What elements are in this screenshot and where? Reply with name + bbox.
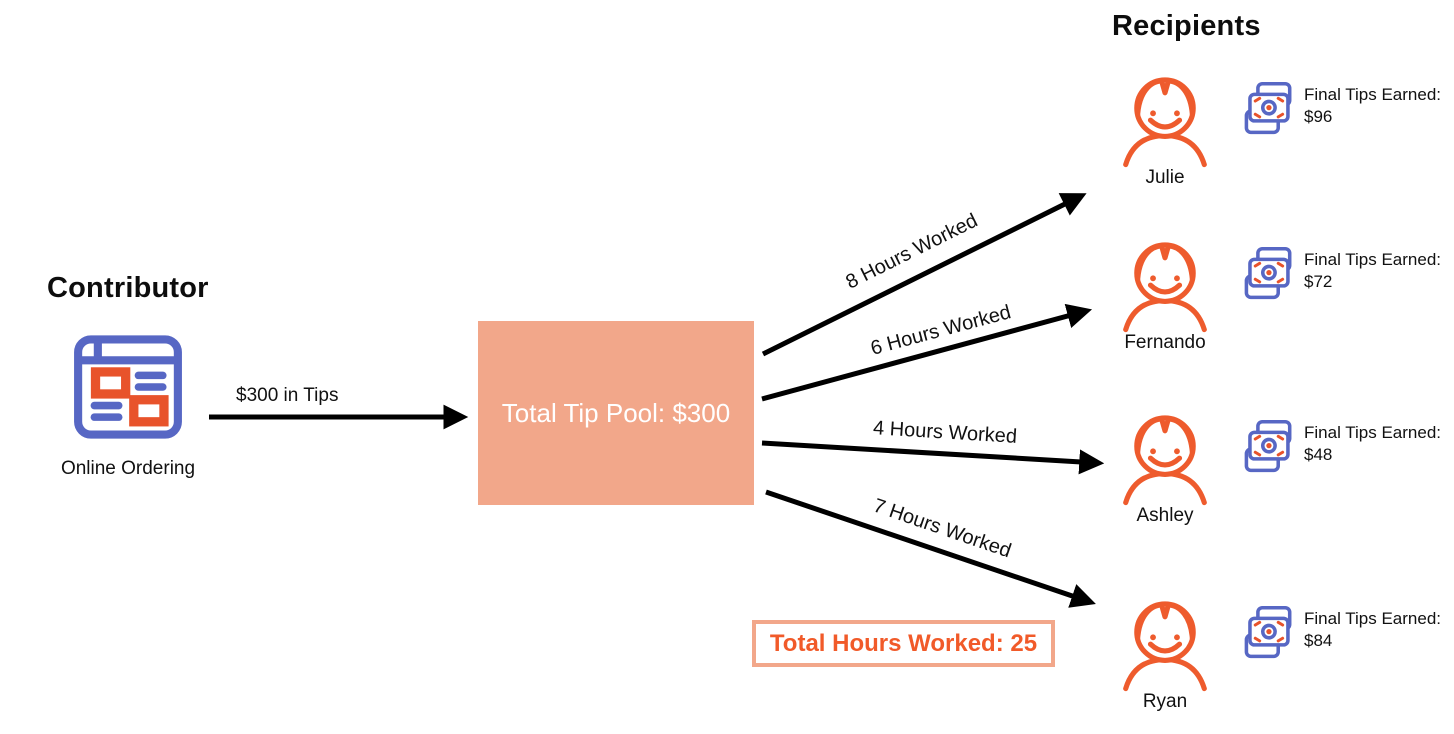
- final-tips-line1: Final Tips Earned:: [1304, 85, 1442, 104]
- final-tips-amount: $72: [1304, 272, 1333, 291]
- person-icon: [1122, 239, 1208, 333]
- person-icon: [1122, 598, 1208, 692]
- total-hours-box: Total Hours Worked: 25: [752, 620, 1055, 667]
- final-tips-text: Final Tips Earned: $84: [1304, 608, 1441, 652]
- money-icon: [1242, 79, 1295, 138]
- final-tips-text: Final Tips Earned: $48: [1304, 422, 1441, 466]
- arrow-pool-to-ashley: [761, 440, 1105, 475]
- final-tips-amount: $96: [1304, 107, 1333, 126]
- tips-flow-label: $300 in Tips: [236, 385, 339, 406]
- hours-label-ryan: 7 Hours Worked: [870, 494, 1014, 563]
- recipient-name: Ashley: [1136, 505, 1194, 526]
- tip-pool-box: Total Tip Pool: $300: [478, 321, 754, 505]
- recipient-name: Julie: [1145, 167, 1185, 188]
- recipient-row-fernando: Fernando Final Tips Earned: $72: [1122, 239, 1454, 369]
- money-icon: [1242, 417, 1295, 476]
- recipient-row-ashley: Ashley Final Tips Earned: $48: [1122, 412, 1454, 542]
- recipient-name: Ryan: [1142, 691, 1188, 712]
- final-tips-text: Final Tips Earned: $72: [1304, 249, 1441, 293]
- arrow-pool-to-ryan: [765, 489, 1096, 608]
- final-tips-text: Final Tips Earned: $96: [1304, 84, 1441, 128]
- money-icon: [1242, 603, 1295, 662]
- recipients-heading: Recipients: [1112, 10, 1261, 42]
- person-icon: [1122, 74, 1208, 168]
- final-tips-amount: $84: [1304, 631, 1333, 650]
- final-tips-line1: Final Tips Earned:: [1304, 423, 1442, 442]
- recipient-row-julie: Julie Final Tips Earned: $96: [1122, 74, 1454, 204]
- online-ordering-label: Online Ordering: [60, 458, 196, 479]
- total-hours-label: Total Hours Worked: 25: [769, 629, 1038, 657]
- hours-label-ashley: 4 Hours Worked: [872, 417, 1018, 448]
- final-tips-line1: Final Tips Earned:: [1304, 250, 1442, 269]
- recipient-row-ryan: Ryan Final Tips Earned: $84: [1122, 598, 1454, 728]
- person-icon: [1122, 412, 1208, 506]
- final-tips-amount: $48: [1304, 445, 1333, 464]
- hours-label-julie: 8 Hours Worked: [842, 209, 982, 294]
- tip-pool-label: Total Tip Pool: $300: [501, 397, 731, 428]
- contributor-heading: Contributor: [47, 272, 209, 304]
- hours-label-fernando: 6 Hours Worked: [868, 301, 1014, 360]
- recipient-name: Fernando: [1124, 332, 1206, 353]
- final-tips-line1: Final Tips Earned:: [1304, 609, 1442, 628]
- money-icon: [1242, 244, 1295, 303]
- online-ordering-browser-icon: [70, 328, 186, 446]
